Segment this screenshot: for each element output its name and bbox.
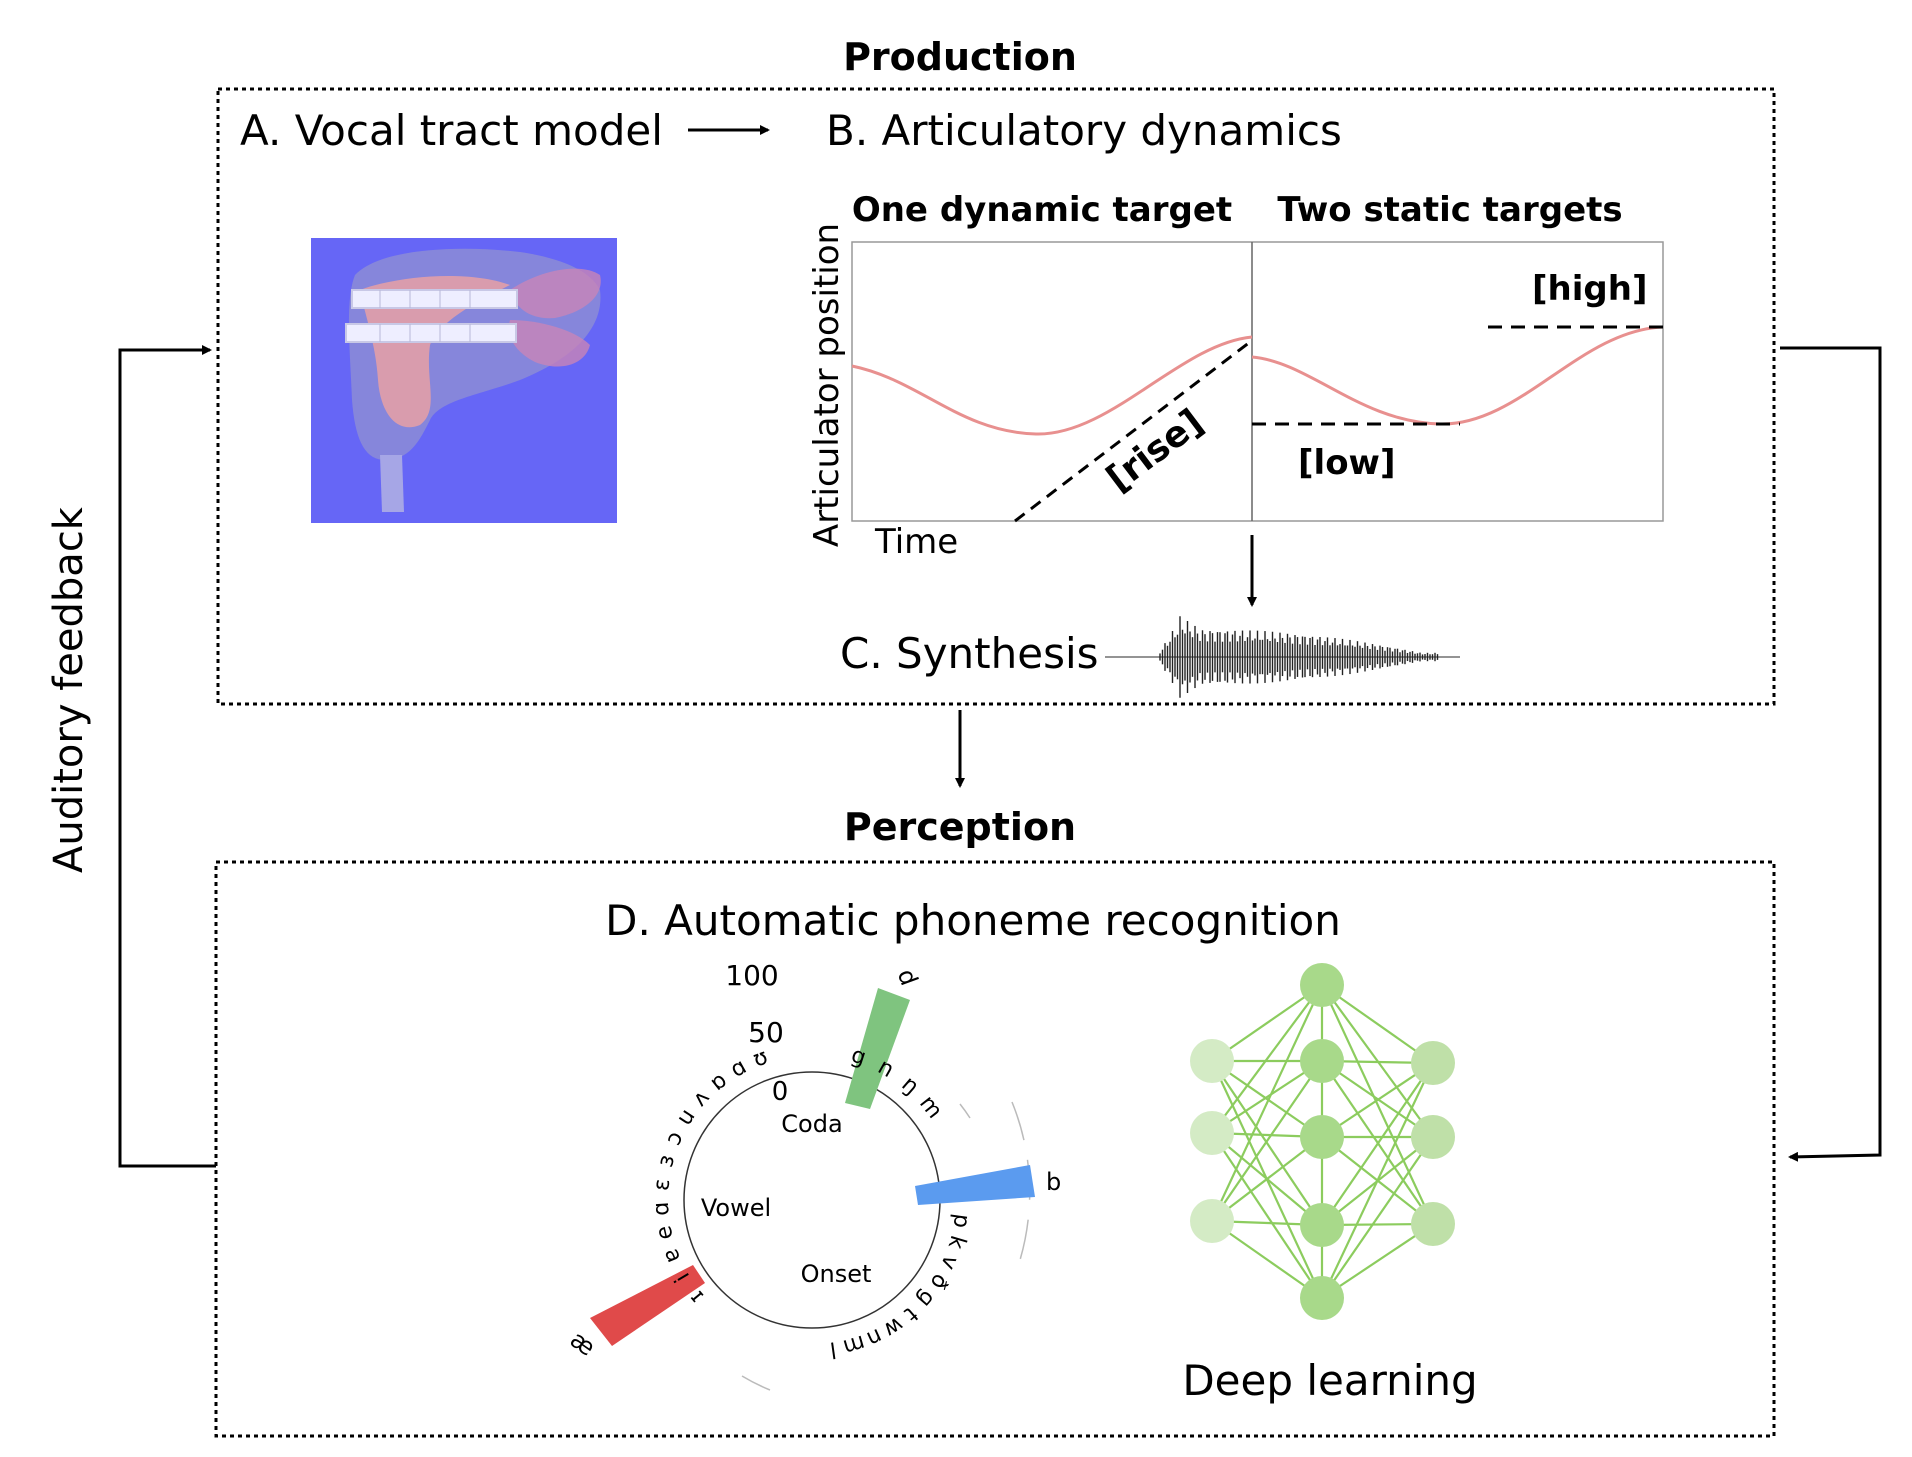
network-node <box>1190 1111 1234 1155</box>
network-edge <box>1211 1060 1323 1222</box>
production-box <box>216 87 1776 706</box>
onset-phoneme-label: l <box>828 1336 838 1362</box>
onset-phoneme-label: k <box>943 1232 971 1251</box>
bar-d-label: d <box>892 965 924 989</box>
vowel-phoneme-label: ɜ <box>653 1152 680 1170</box>
vowel-phoneme-label: ɛ <box>649 1178 675 1192</box>
bar-ae <box>590 1265 705 1346</box>
onset-phoneme-label: p <box>948 1212 975 1229</box>
auditory-feedback-label: Auditory feedback <box>46 506 92 873</box>
vowel-phoneme-label: u <box>672 1105 701 1130</box>
network-node <box>1411 1115 1455 1159</box>
network-node <box>1300 1115 1344 1159</box>
synthesis-waveform <box>1105 616 1460 698</box>
vocal-tract-model-image <box>311 238 617 523</box>
network-node <box>1411 1202 1455 1246</box>
network-edge <box>1321 984 1434 1225</box>
onset-phoneme-label: ð <box>925 1269 953 1294</box>
scale-label-0: 0 <box>772 1077 789 1107</box>
vowel-phoneme-label: ɑ <box>726 1054 750 1083</box>
network-edge <box>1321 1062 1434 1138</box>
vowel-phoneme-label: e <box>651 1223 678 1242</box>
deep-learning-network <box>1190 963 1455 1320</box>
network-node <box>1411 1041 1455 1085</box>
perception-title: Perception <box>844 805 1076 849</box>
section-label-onset: Onset <box>801 1260 872 1288</box>
onset-phoneme-label: ɡ <box>912 1285 940 1312</box>
onset-phoneme-label: m <box>840 1329 868 1359</box>
scale-label-50: 50 <box>748 1016 784 1049</box>
section-label-coda: Coda <box>781 1110 842 1138</box>
network-edge <box>1321 1062 1434 1226</box>
network-edge <box>1211 984 1323 1062</box>
network-edge <box>1211 1060 1323 1138</box>
synthesis-label: C. Synthesis <box>840 629 1099 678</box>
panel-left-title: One dynamic target <box>852 190 1232 230</box>
network-node <box>1300 963 1344 1007</box>
network-edge <box>1321 1136 1434 1299</box>
network-node <box>1300 1203 1344 1247</box>
network-node <box>1300 1039 1344 1083</box>
panel-right-title: Two static targets <box>1277 190 1622 230</box>
network-edge <box>1211 984 1323 1134</box>
coda-phoneme-label: m <box>914 1091 947 1123</box>
perception-box <box>214 860 1776 1438</box>
radial-outer-arc-top <box>959 1103 971 1119</box>
scale-label-100: 100 <box>725 959 778 992</box>
production-title: Production <box>843 35 1077 79</box>
plot-frame <box>851 241 1664 522</box>
coda-phoneme-label: ŋ <box>897 1072 924 1100</box>
network-edge <box>1321 1223 1434 1299</box>
dynamic-target-curve <box>851 335 1253 436</box>
vocal-tract-label: A. Vocal tract model <box>240 106 663 155</box>
low-label: [low] <box>1298 443 1396 483</box>
high-label: [high] <box>1532 269 1647 309</box>
network-node <box>1190 1199 1234 1243</box>
production-loop-right-arrow <box>1780 346 1882 1162</box>
articulatory-dynamics-label: B. Articulatory dynamics <box>826 106 1342 155</box>
onset-phoneme-label: v <box>935 1251 963 1273</box>
vowel-phoneme-label: ɑ <box>649 1201 675 1216</box>
section-label-vowel: Vowel <box>701 1194 771 1222</box>
bar-d <box>845 988 910 1109</box>
vowel-phoneme-label: ɐ <box>658 1245 686 1267</box>
network-edge <box>1211 1136 1323 1222</box>
network-edge <box>1211 984 1323 1222</box>
rise-label: [rise] <box>1099 402 1211 500</box>
network-node <box>1300 1276 1344 1320</box>
network-edge <box>1321 1062 1434 1299</box>
articulator-position-ylabel: Articulator position <box>807 223 847 547</box>
network-edge <box>1211 1220 1323 1299</box>
bar-b-label: b <box>1046 1168 1061 1196</box>
rise-target-line <box>1014 340 1251 523</box>
vowel-phoneme-label: ʌ <box>687 1085 714 1111</box>
static-targets-curve <box>1251 325 1664 426</box>
bar-b <box>915 1165 1035 1205</box>
network-edge <box>1321 984 1434 1064</box>
recognition-label: D. Automatic phoneme recognition <box>605 896 1341 945</box>
vowel-phoneme-label: ɔ <box>661 1128 689 1149</box>
vowel-phoneme-label: ɒ <box>705 1068 731 1096</box>
network-edge <box>1211 1132 1323 1299</box>
time-xlabel: Time <box>874 522 958 562</box>
deep-learning-label: Deep learning <box>1182 1356 1477 1405</box>
network-edge <box>1211 1060 1323 1226</box>
bar-ae-label: æ <box>565 1325 600 1361</box>
radial-outer-arc-bottom <box>741 1375 771 1391</box>
network-node <box>1190 1039 1234 1083</box>
feedback-loop-left-arrow <box>118 345 216 1168</box>
